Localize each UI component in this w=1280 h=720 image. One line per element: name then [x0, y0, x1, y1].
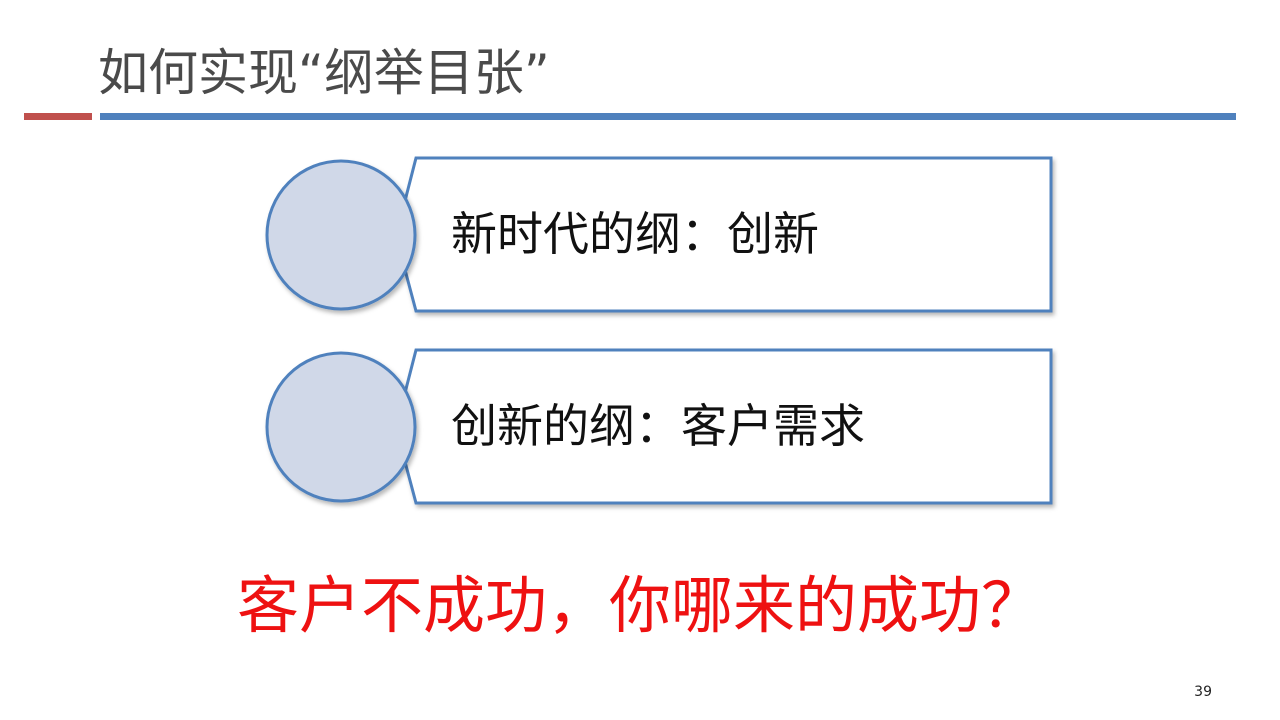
circle-bullet-icon	[265, 159, 417, 311]
tag-shape	[265, 156, 1053, 313]
list-item: 创新的纲：客户需求	[265, 348, 1057, 508]
circle-bullet-icon	[265, 351, 417, 503]
list-item-text: 新时代的纲：创新	[451, 207, 819, 261]
list-item: 新时代的纲：创新	[265, 156, 1057, 316]
title-accent-rule-red	[24, 113, 92, 120]
conclusion-text: 客户不成功，你哪来的成功？	[236, 569, 1043, 642]
page-number: 39	[1194, 684, 1212, 700]
title-accent-rule-blue	[100, 113, 1236, 120]
list-item-text: 创新的纲：客户需求	[451, 399, 865, 453]
page-title: 如何实现“纲举目张”	[98, 44, 550, 102]
tag-shape	[265, 348, 1053, 505]
